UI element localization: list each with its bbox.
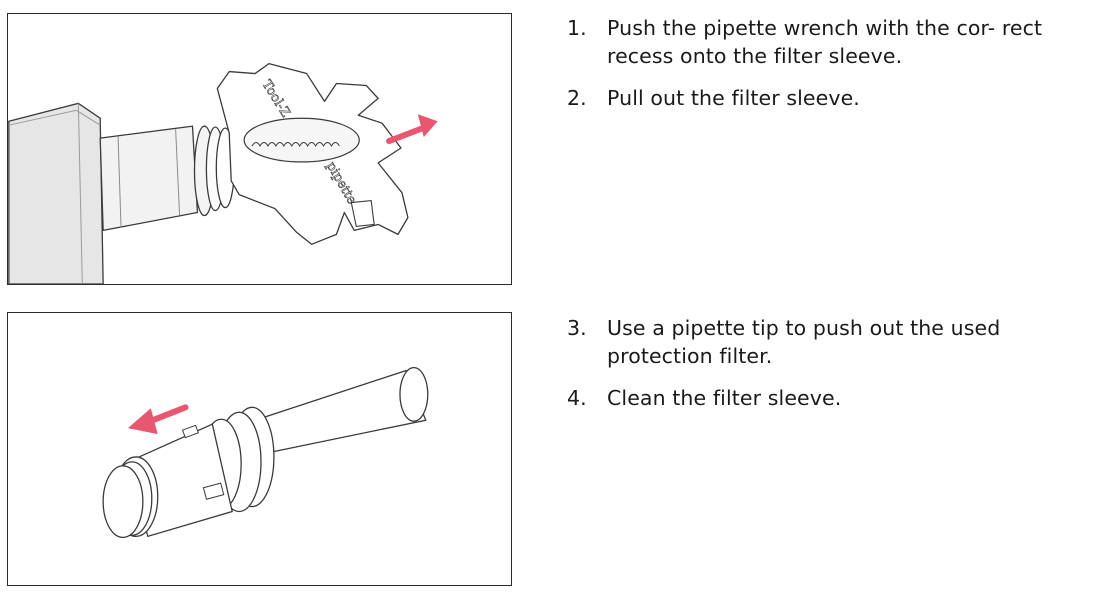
step-number: 3. xyxy=(567,316,587,340)
instruction-step: 1. Push the pipette wrench with the cor-… xyxy=(567,14,1087,70)
instruction-list-part-1: 1. Push the pipette wrench with the cor-… xyxy=(567,14,1087,126)
wrench-illustration: Tool-Z pipette xyxy=(8,62,438,284)
step-number: 4. xyxy=(567,386,587,410)
step-text: Use a pipette tip to push out the used p… xyxy=(607,316,1001,368)
instruction-step: 2. Pull out the filter sleeve. xyxy=(567,84,1087,112)
instruction-list-part-2: 3. Use a pipette tip to push out the use… xyxy=(567,314,1087,426)
step-text: Clean the filter sleeve. xyxy=(607,386,842,410)
step-number: 1. xyxy=(567,16,587,40)
push-arrow-icon xyxy=(127,404,189,435)
instruction-step: 4. Clean the filter sleeve. xyxy=(567,384,1087,412)
pull-arrow-icon xyxy=(386,114,438,145)
figure-wrench-pull: Tool-Z pipette xyxy=(7,13,512,285)
step-text: Pull out the filter sleeve. xyxy=(607,86,860,110)
step-text: Push the pipette wrench with the cor- re… xyxy=(607,16,1043,68)
filter-sleeve-illustration xyxy=(102,366,429,538)
step-number: 2. xyxy=(567,86,587,110)
figure-push-filter xyxy=(7,312,512,586)
instruction-step: 3. Use a pipette tip to push out the use… xyxy=(567,314,1087,370)
